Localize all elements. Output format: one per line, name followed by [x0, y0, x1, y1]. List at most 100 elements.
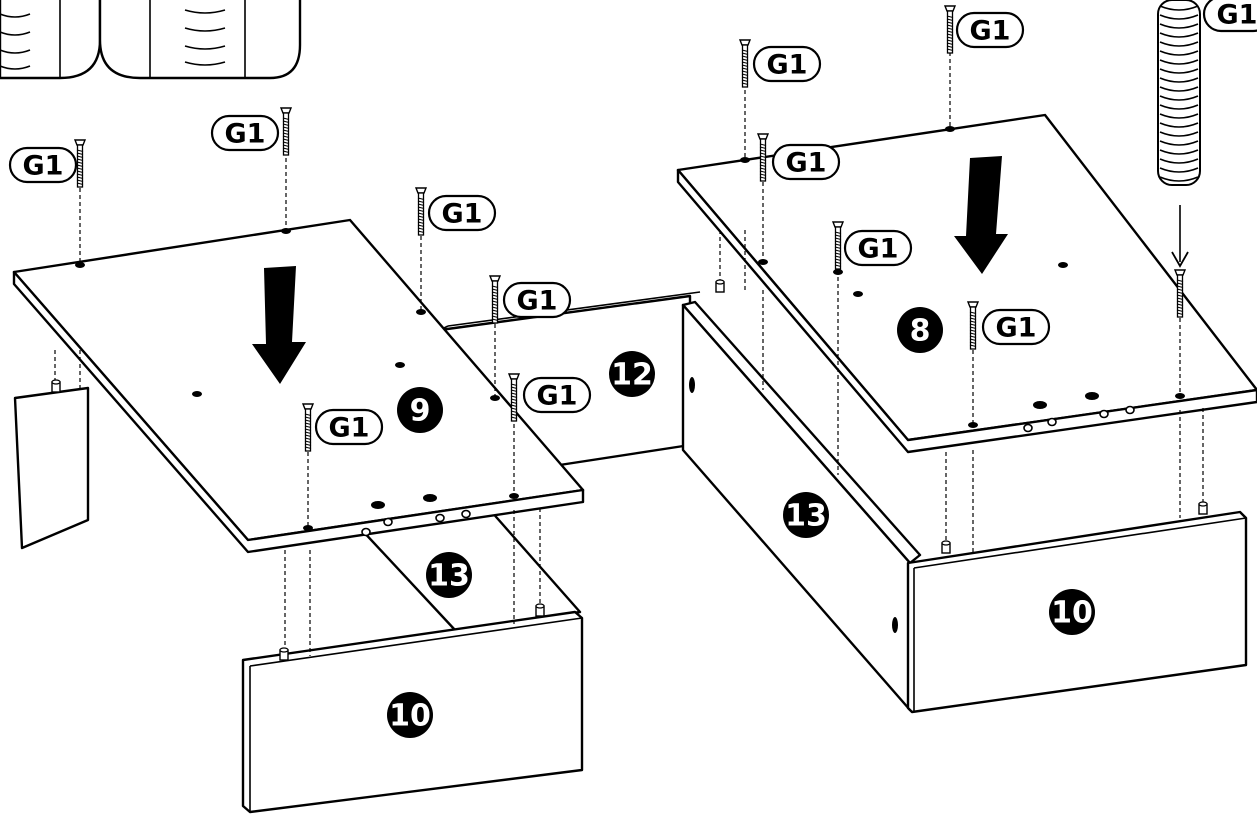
spring-coil: [1159, 77, 1199, 83]
part-number-8: 8: [897, 307, 943, 353]
hole: [281, 228, 291, 234]
dowel-icon: [535, 603, 545, 617]
screw-label-g1: G1: [427, 194, 497, 232]
part-number-9: 9: [397, 387, 443, 433]
screw-label-g1: G1: [955, 11, 1025, 49]
screw-label-text: G1: [858, 234, 899, 265]
screw-markers: [73, 5, 1187, 452]
spring-coil: [1159, 167, 1199, 173]
spring-coil: [1159, 86, 1199, 92]
dowel-icon: [279, 647, 289, 661]
spring-coil: [1159, 50, 1199, 56]
spring-coil: [1159, 14, 1199, 20]
spring-coil: [1159, 158, 1199, 164]
dowel-icon: [941, 540, 951, 554]
spring-coil: [1159, 5, 1199, 11]
hole: [740, 157, 750, 163]
hole: [395, 362, 405, 368]
screw-icon: [488, 275, 502, 324]
cam-hole: [423, 494, 437, 502]
spring-icon: [1157, 0, 1201, 268]
screw-label-text: G1: [225, 119, 266, 150]
part-number-10: 10: [1049, 589, 1095, 635]
screw-icon: [73, 139, 87, 188]
screw-label-text: G1: [329, 413, 370, 444]
spring-coil: [1159, 104, 1199, 110]
screw-label-g1: G1: [1202, 0, 1257, 33]
screw-label-text: G1: [1217, 0, 1257, 31]
screw-icon: [943, 5, 957, 54]
dowel-markers: [51, 279, 1208, 661]
screw-icon: [756, 133, 770, 182]
cam-ring: [461, 509, 471, 519]
spring-coil: [1159, 149, 1199, 155]
hole-markers: [75, 126, 1185, 537]
spring-coil: [1159, 32, 1199, 38]
spring-coil: [1159, 113, 1199, 119]
down-arrow-icon: [252, 266, 306, 384]
spring-coil: [1159, 41, 1199, 47]
screw-label-text: G1: [517, 286, 558, 317]
hole: [416, 309, 426, 315]
part-number-10: 10: [387, 692, 433, 738]
part-number-13: 13: [426, 552, 472, 598]
cam-ring: [435, 513, 445, 523]
dowel-icon: [1198, 501, 1208, 515]
screw-label-g1: G1: [771, 143, 841, 181]
screw-icon: [966, 301, 980, 350]
cam-ring: [1125, 405, 1135, 415]
screw-label-text: G1: [442, 199, 483, 230]
cam-hole: [1033, 401, 1047, 409]
hole: [968, 422, 978, 428]
screw-icon: [414, 187, 428, 236]
part-number-text: 10: [389, 699, 431, 734]
spring-coil: [1159, 176, 1199, 182]
screw-label-text: G1: [767, 50, 808, 81]
hole: [1175, 393, 1185, 399]
screw-label-text: G1: [537, 381, 578, 412]
screw-label-text: G1: [970, 16, 1011, 47]
guide-lines: [54, 52, 1204, 658]
screw-label-g1: G1: [522, 376, 592, 414]
part-numbers: 9 12 8 13 13 10 10: [387, 307, 1095, 738]
screw-label-g1: G1: [8, 146, 78, 184]
hole: [833, 269, 843, 275]
part-number-text: 8: [910, 314, 931, 349]
left-assembly: [12, 218, 701, 814]
hole: [758, 259, 768, 265]
part-number-text: 13: [785, 499, 827, 534]
dowel-icon: [715, 279, 725, 293]
screw-label-g1: G1: [843, 229, 913, 267]
cam-ring: [1047, 417, 1057, 427]
screw-icon: [301, 403, 315, 452]
screw-label-g1: G1: [314, 408, 384, 446]
spring-coil: [1159, 95, 1199, 101]
screw-label-text: G1: [996, 313, 1037, 344]
screw-icon: [1173, 269, 1187, 318]
hole: [303, 525, 313, 531]
hinge-icon: [0, 0, 302, 80]
cam-hole: [1085, 392, 1099, 400]
screw-label-g1: G1: [210, 114, 280, 152]
part-number-12: 12: [609, 351, 655, 397]
part-number-text: 10: [1051, 596, 1093, 631]
down-arrow-icon: [954, 156, 1008, 274]
part-number-text: 12: [611, 358, 653, 393]
screw-label-text: G1: [23, 151, 64, 182]
screw-label-g1: G1: [752, 45, 822, 83]
screw-icon: [507, 373, 521, 422]
screw-label-text: G1: [786, 148, 827, 179]
spring-coil: [1159, 59, 1199, 65]
spring-coil: [1159, 140, 1199, 146]
cam-ring: [1023, 423, 1033, 433]
side-panel-back-left: [13, 386, 90, 550]
cam-ring: [1099, 409, 1109, 419]
hole: [490, 395, 500, 401]
hole: [192, 391, 202, 397]
part-number-13: 13: [783, 492, 829, 538]
screw-label-g1: G1: [981, 308, 1051, 346]
screw-icon: [279, 107, 293, 156]
screw-icon: [738, 39, 752, 88]
